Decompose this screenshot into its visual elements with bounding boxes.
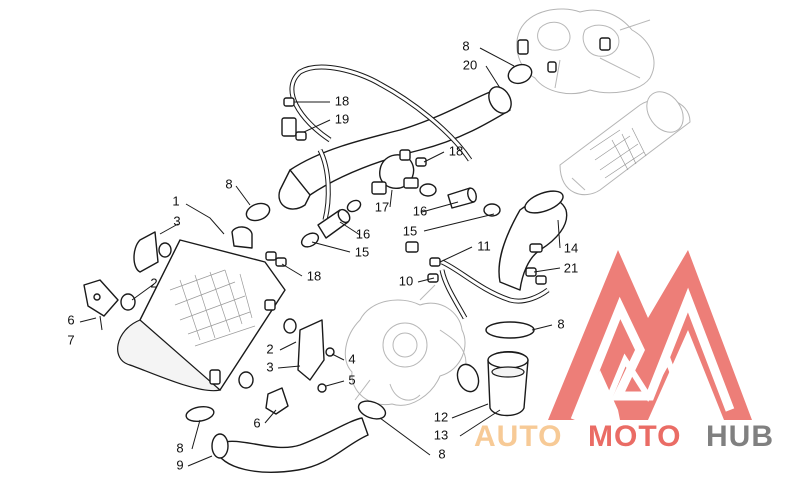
elbow-duct-14 xyxy=(498,190,568,291)
callout-15-left: 15 xyxy=(355,244,369,259)
intercooler-1 xyxy=(117,226,286,392)
callout-labels: 1 2 2 3 3 4 5 6 6 7 8 8 8 8 8 9 10 11 12… xyxy=(67,38,578,472)
bracket-3-lower xyxy=(283,318,325,381)
hose-11 xyxy=(440,259,550,304)
watermark-auto: AUTO xyxy=(474,420,562,453)
outlet-duct-12 xyxy=(487,351,529,417)
fitting-18-top xyxy=(283,97,295,107)
bolt-5 xyxy=(317,383,327,393)
callout-11: 11 xyxy=(477,238,491,253)
callout-8-right: 8 xyxy=(557,316,564,331)
clamp-15-left xyxy=(300,199,362,248)
callout-14: 14 xyxy=(564,240,578,255)
mount-2-lower xyxy=(238,371,254,389)
callout-18-top: 18 xyxy=(335,93,349,108)
callout-16-right: 16 xyxy=(413,203,427,218)
turbocharger xyxy=(344,284,467,406)
callout-12: 12 xyxy=(434,409,448,424)
hose-9 xyxy=(211,417,369,473)
callout-3-upper: 3 xyxy=(173,213,180,228)
hose-16-left xyxy=(317,208,351,239)
clamp-8-right xyxy=(485,321,535,339)
callout-8-top: 8 xyxy=(462,38,469,53)
callout-8-hose9: 8 xyxy=(176,440,183,455)
callout-5: 5 xyxy=(348,372,355,387)
air-filter xyxy=(559,91,691,196)
watermark-moto: MOTO xyxy=(588,420,681,453)
callout-6-lower: 6 xyxy=(253,415,260,430)
bracket-3-upper xyxy=(133,231,172,273)
clamp-8-hose9 xyxy=(185,405,215,423)
hose-16-right xyxy=(447,187,477,209)
callout-21: 21 xyxy=(564,260,578,275)
callout-13: 13 xyxy=(434,427,448,442)
bypass-valve-17 xyxy=(371,149,419,195)
clamp-8-intercooler xyxy=(245,202,271,222)
callout-3-lower: 3 xyxy=(266,359,273,374)
callout-10: 10 xyxy=(399,273,413,288)
vacuum-hose-19 xyxy=(281,64,473,221)
clamp-15-right xyxy=(419,183,501,217)
callout-18-mid: 18 xyxy=(449,143,463,158)
callout-8-bottom: 8 xyxy=(438,446,445,461)
callout-2-lower: 2 xyxy=(266,341,273,356)
bracket-6-left xyxy=(83,279,119,331)
clamp-8-top xyxy=(507,63,533,85)
callout-17: 17 xyxy=(375,199,389,214)
throttle-body-assembly xyxy=(516,8,655,95)
callout-6-left: 6 xyxy=(67,312,74,327)
callout-19: 19 xyxy=(335,111,349,126)
callout-7: 7 xyxy=(67,332,74,347)
callout-8-intercooler: 8 xyxy=(225,176,232,191)
watermark-logo xyxy=(548,250,752,422)
clamp-8-bottom xyxy=(357,400,387,420)
mount-2-left xyxy=(120,293,136,311)
bracket-6-lower xyxy=(265,387,289,415)
callout-16-left: 16 xyxy=(356,226,370,241)
callout-20: 20 xyxy=(463,57,477,72)
callout-4: 4 xyxy=(348,351,355,366)
fitting-18-low xyxy=(275,257,287,267)
intake-duct-20 xyxy=(278,86,512,210)
callout-18-low: 18 xyxy=(307,268,321,283)
leader-lines xyxy=(79,47,561,467)
fitting-18-mid xyxy=(415,157,427,167)
clamp-12 xyxy=(456,363,480,393)
callout-1: 1 xyxy=(172,193,179,208)
callout-2-left: 2 xyxy=(150,275,157,290)
callout-9: 9 xyxy=(176,457,183,472)
hose-10 xyxy=(405,241,468,320)
watermark-text: AUTO MOTO HUB xyxy=(474,420,774,453)
callout-15-right: 15 xyxy=(403,223,417,238)
watermark-hub: HUB xyxy=(706,420,774,453)
